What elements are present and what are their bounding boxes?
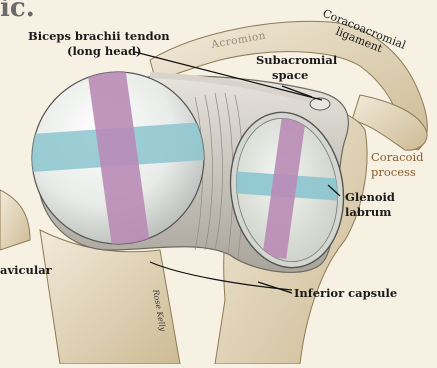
label-coracoid-line2: process bbox=[371, 165, 416, 179]
label-biceps-line2: (long head) bbox=[67, 44, 142, 58]
clavicle-fragment bbox=[0, 190, 30, 250]
label-coracoid-line1: Coracoid bbox=[371, 150, 424, 164]
label-subacromial-line2: space bbox=[272, 68, 308, 82]
label-glenoid-line1: Glenoid bbox=[345, 190, 395, 204]
label-clavicular-fragment: avicular bbox=[0, 263, 53, 277]
label-glenoid-line2: labrum bbox=[345, 205, 391, 219]
label-inferior-capsule: Inferior capsule bbox=[294, 286, 397, 300]
label-subacromial-line1: Subacromial bbox=[256, 53, 338, 67]
label-biceps-line1: Biceps brachii tendon bbox=[28, 29, 170, 43]
heading-fragment: ic. bbox=[0, 0, 35, 23]
